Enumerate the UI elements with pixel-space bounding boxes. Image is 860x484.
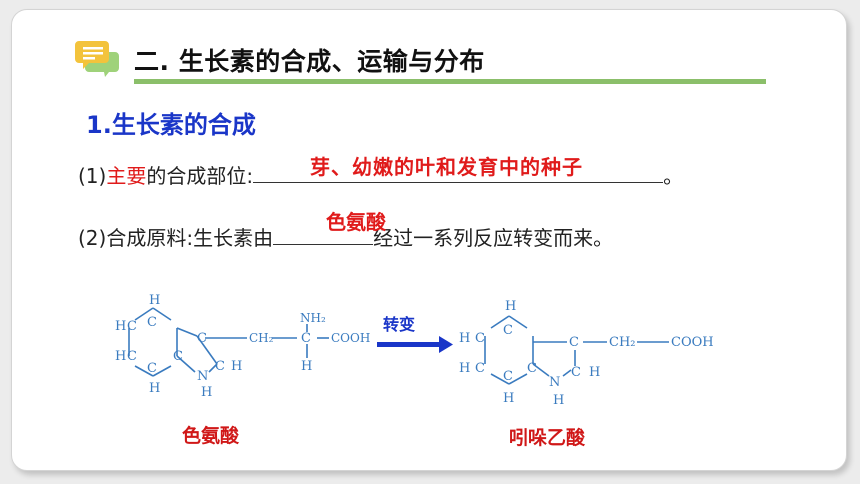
title-bar: 二. 生长素的合成、运输与分布 [134,40,766,84]
atom-label: H [459,331,470,346]
reaction-diagram: H C H C H C C H C C C H N H CH₂ NH₂ C H … [115,293,714,408]
line1-highlight: 主要 [106,164,147,188]
atom-label: H [201,385,212,400]
line1-rest: 的合成部位: [146,164,254,188]
atom-label: H [503,391,514,406]
atom-label: H [115,319,126,334]
question-line-2: (2)合成原料:生长素由 经过一系列反应转变而来。 [78,222,613,251]
section-heading: 1.生长素的合成 [86,111,256,139]
atom-label: C [503,323,513,338]
line2-suffix: 经过一系列反应转变而来。 [373,226,614,250]
atom-label: N [197,369,208,384]
atom-label: H [553,393,564,408]
atom-label: C [503,369,513,384]
atom-label: C [475,361,485,376]
iaa-label: 吲哚乙酸 [509,427,586,449]
atom-label: C [127,349,137,364]
atom-label: H [149,293,160,308]
line1-blank [253,162,664,183]
atom-label: C [127,319,137,334]
line1-suffix: 。 [663,164,684,188]
atom-label: C [173,349,183,364]
atom-label: H [115,349,126,364]
line2-answer: 色氨酸 [326,210,386,234]
tryptophan-label: 色氨酸 [182,425,240,447]
atom-label: CH₂ [249,331,274,345]
title-underline [134,79,766,84]
atom-label: H [459,361,470,376]
atom-label: C [197,331,207,346]
atom-label: C [147,361,157,376]
atom-label: COOH [671,335,714,350]
atom-label: CH₂ [609,335,636,350]
atom-label: H [301,359,312,374]
atom-label: COOH [331,331,370,345]
line2-prefix: (2)合成原料:生长素由 [78,226,274,250]
atom-label: C [147,315,157,330]
atom-label: H [149,381,160,396]
atom-label: C [569,335,579,350]
line1-prefix: (1) [78,164,107,188]
reaction-arrow-icon [377,336,453,353]
reaction-arrow-label: 转变 [383,315,416,334]
line2-blank [273,224,374,245]
question-line-1: (1)主要的合成部位: 。 [78,160,683,189]
slide-title: 二. 生长素的合成、运输与分布 [134,47,485,76]
atom-label: H [505,299,516,314]
atom-label: C [571,365,581,380]
atom-label: C [301,331,311,346]
atom-label: NH₂ [300,311,326,325]
line1-answer: 芽、幼嫩的叶和发育中的种子 [310,155,583,179]
atom-label: C [475,331,485,346]
atom-label: H [589,365,600,380]
atom-label: N [549,375,560,390]
chat-bubbles-icon [75,41,119,77]
atom-label: C [215,359,225,374]
slide: 二. 生长素的合成、运输与分布 1.生长素的合成 (1)主要的合成部位: 。 芽、… [11,9,847,471]
atom-label: C [527,361,537,376]
atom-label: H [231,359,242,374]
